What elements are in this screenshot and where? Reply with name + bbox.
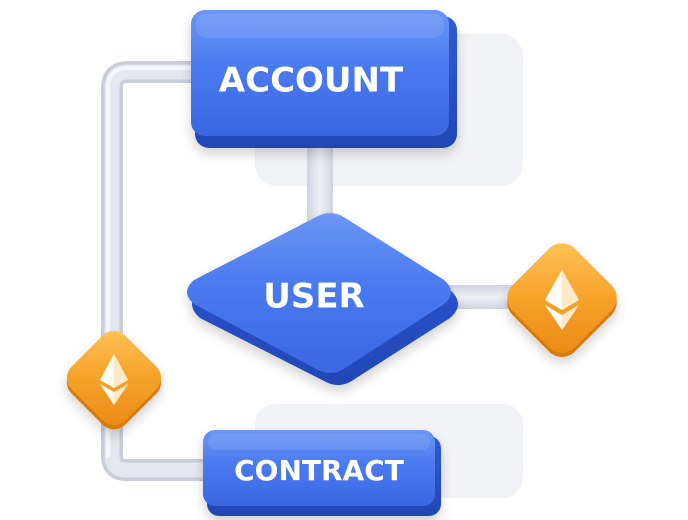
eth-glyph: [545, 270, 579, 330]
contract-node: CONTRACT: [203, 430, 441, 516]
connector-account-user: [307, 140, 333, 226]
contract-label: CONTRACT: [234, 454, 404, 487]
eth-glyph: [100, 354, 128, 405]
user-node: USER: [187, 213, 458, 385]
user-label: USER: [263, 277, 365, 317]
account-label: ACCOUNT: [219, 61, 404, 101]
account-node: ACCOUNT: [191, 10, 457, 148]
ethereum-icon: [507, 243, 617, 358]
connector-left: [101, 61, 221, 481]
ethereum-icon: [66, 330, 162, 430]
